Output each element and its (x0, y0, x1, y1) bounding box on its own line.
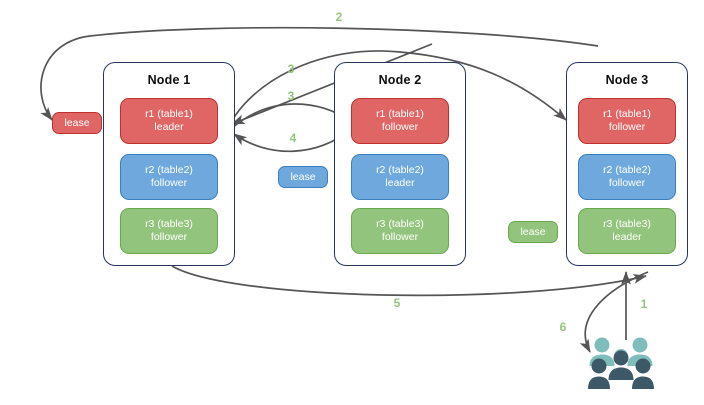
replica-name: r1 (table1) (145, 108, 193, 120)
replica-node3-r3[interactable]: r3 (table3) leader (578, 208, 676, 254)
node-title-3: Node 3 (605, 73, 649, 87)
node-title-2: Node 2 (378, 73, 422, 87)
users-icon (588, 337, 654, 389)
step-label-2: 2 (335, 10, 343, 24)
step-label-1: 1 (640, 297, 648, 311)
replica-role: follower (150, 231, 188, 243)
replica-role: follower (608, 177, 646, 189)
replica-role: follower (150, 177, 188, 189)
replica-node1-r2[interactable]: r2 (table2) follower (120, 154, 218, 200)
replica-role: follower (381, 121, 419, 133)
arrow-step-6 (579, 271, 649, 353)
lease-label: lease (290, 171, 316, 183)
lease-badge-green[interactable]: lease (508, 221, 558, 243)
lease-label: lease (64, 117, 90, 129)
replica-name: r1 (table1) (603, 108, 651, 120)
replica-name: r3 (table3) (376, 218, 424, 230)
step-label-3-lower: 3 (287, 89, 295, 103)
users-icon-front-row (588, 350, 654, 389)
replica-name: r2 (table2) (603, 164, 651, 176)
replica-node1-r3[interactable]: r3 (table3) follower (120, 208, 218, 254)
step-label-6: 6 (559, 320, 567, 334)
replica-name: r2 (table2) (376, 164, 424, 176)
replica-node3-r1[interactable]: r1 (table1) follower (578, 98, 676, 144)
replica-role: leader (154, 121, 184, 133)
replica-name: r3 (table3) (603, 218, 651, 230)
lease-label: lease (520, 226, 546, 238)
replica-role: follower (381, 231, 419, 243)
replica-role: leader (612, 231, 642, 243)
node-title-1: Node 1 (147, 73, 191, 87)
replica-node2-r3[interactable]: r3 (table3) follower (351, 208, 449, 254)
replica-role: follower (608, 121, 646, 133)
replica-name: r1 (table1) (376, 108, 424, 120)
replica-name: r3 (table3) (145, 218, 193, 230)
replica-node1-r1[interactable]: r1 (table1) leader (120, 98, 218, 144)
step-label-5: 5 (393, 296, 401, 310)
step-label-3-upper: 3 (287, 62, 295, 76)
lease-badge-red[interactable]: lease (52, 112, 102, 134)
arrow-step-3-to-node1 (231, 43, 433, 125)
replica-node2-r2[interactable]: r2 (table2) leader (351, 154, 449, 200)
arrow-step-3-to-node3 (227, 50, 567, 129)
arrow-step-2 (40, 26, 599, 121)
lease-badge-blue[interactable]: lease (278, 166, 328, 188)
replica-name: r2 (table2) (145, 164, 193, 176)
step-label-4: 4 (289, 131, 297, 145)
replica-role: leader (385, 177, 415, 189)
replica-node3-r2[interactable]: r2 (table2) follower (578, 154, 676, 200)
arrow-step-5 (171, 265, 647, 297)
replica-node2-r1[interactable]: r1 (table1) follower (351, 98, 449, 144)
